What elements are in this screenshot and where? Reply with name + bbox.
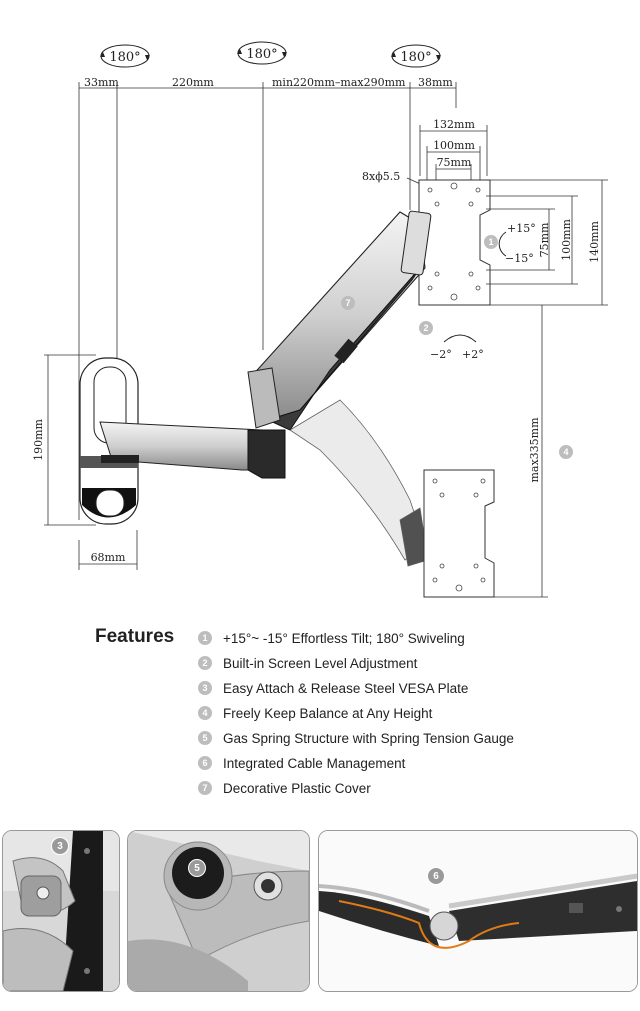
dim-33: 33mm <box>84 76 119 89</box>
arm-lowered-position <box>289 399 429 567</box>
feature-text: Gas Spring Structure with Spring Tension… <box>223 730 514 746</box>
badge-2: 2 <box>419 321 433 335</box>
badge-7: 7 <box>341 296 355 310</box>
photo-badge-5: 5 <box>188 859 206 877</box>
feature-text: Freely Keep Balance at Any Height <box>223 705 433 721</box>
level-plus-label: +2° <box>462 348 484 361</box>
svg-text:2: 2 <box>423 323 428 333</box>
feature-item: 6 Integrated Cable Management <box>198 753 405 773</box>
feature-text: +15°~ -15° Effortless Tilt; 180° Swiveli… <box>223 630 465 646</box>
vesa-plate <box>418 179 491 306</box>
top-dimension-lines <box>78 82 457 520</box>
dim-190: 190mm <box>32 419 45 461</box>
dim-reach: min220mm–max290mm <box>272 76 406 89</box>
feature-number: 2 <box>198 656 212 670</box>
vesa-height-lines <box>486 179 608 306</box>
level-indicator: −2° +2° <box>430 334 484 361</box>
arm-lower <box>99 421 286 479</box>
rotation-label: 180° <box>246 47 277 62</box>
mount-dimension-diagram: 180° 180° 180° 33mm 220mm min220mm–max29… <box>32 41 608 598</box>
wallplate-width-lines <box>78 530 138 570</box>
rotation-indicator: 180° <box>391 44 441 68</box>
photo-badge-6: 6 <box>427 867 445 885</box>
tilt-indicator: +15° −15° <box>498 222 536 265</box>
feature-item: 5 Gas Spring Structure with Spring Tensi… <box>198 728 514 748</box>
svg-text:4: 4 <box>563 447 568 457</box>
level-minus-label: −2° <box>430 348 452 361</box>
rotation-label: 180° <box>109 50 140 65</box>
dim-220: 220mm <box>172 76 214 89</box>
photo-badge-3: 3 <box>51 837 69 855</box>
dim-140: 140mm <box>588 221 601 263</box>
feature-item: 1 +15°~ -15° Effortless Tilt; 180° Swive… <box>198 628 465 648</box>
arm-upper <box>247 210 432 431</box>
feature-number: 1 <box>198 631 212 645</box>
dim-68: 68mm <box>91 551 126 564</box>
dim-100-v: 100mm <box>560 219 573 261</box>
tilt-minus-label: −15° <box>505 252 534 265</box>
badge-1: 1 <box>484 235 498 249</box>
dim-100-h: 100mm <box>433 139 475 152</box>
feature-number: 7 <box>198 781 212 795</box>
wall-plate <box>79 357 139 525</box>
photo-cable-management-image <box>319 831 637 991</box>
feature-number: 4 <box>198 706 212 720</box>
feature-item: 7 Decorative Plastic Cover <box>198 778 371 798</box>
photo-spring-gauge: 5 <box>127 830 310 992</box>
rotation-indicator: 180° <box>237 41 287 65</box>
feature-text: Decorative Plastic Cover <box>223 780 371 796</box>
feature-item: 3 Easy Attach & Release Steel VESA Plate <box>198 678 468 698</box>
feature-item: 2 Built-in Screen Level Adjustment <box>198 653 417 673</box>
svg-text:1: 1 <box>488 237 493 247</box>
dim-75-h: 75mm <box>437 156 472 169</box>
feature-text: Easy Attach & Release Steel VESA Plate <box>223 680 469 696</box>
dim-132: 132mm <box>433 118 475 131</box>
photo-cable-management: 6 <box>318 830 638 992</box>
features-section: Features 1 +15°~ -15° Effortless Tilt; 1… <box>0 620 640 805</box>
height-dimension-lines <box>490 305 548 598</box>
feature-text: Integrated Cable Management <box>223 755 406 771</box>
tilt-plus-label: +15° <box>507 222 536 235</box>
vesa-plate-lowered <box>423 469 495 598</box>
features-title: Features <box>95 626 175 647</box>
svg-text:7: 7 <box>345 298 350 308</box>
feature-number: 5 <box>198 731 212 745</box>
feature-number: 6 <box>198 756 212 770</box>
rotation-label: 180° <box>400 50 431 65</box>
wallplate-height-lines <box>44 354 96 526</box>
feature-text: Built-in Screen Level Adjustment <box>223 655 418 671</box>
photo-spring-gauge-image <box>128 831 309 991</box>
feature-item: 4 Freely Keep Balance at Any Height <box>198 703 432 723</box>
badge-4: 4 <box>559 445 573 459</box>
dim-75-v: 75mm <box>538 222 551 257</box>
vesa-width-lines <box>419 125 488 186</box>
photo-vesa-attach: 3 <box>2 830 120 992</box>
dim-38: 38mm <box>418 76 453 89</box>
dim-max335: max335mm <box>528 417 541 483</box>
rotation-indicator: 180° <box>100 44 150 68</box>
feature-number: 3 <box>198 681 212 695</box>
photo-vesa-attach-image <box>3 831 119 991</box>
dim-holes: 8xϕ5.5 <box>362 170 400 183</box>
